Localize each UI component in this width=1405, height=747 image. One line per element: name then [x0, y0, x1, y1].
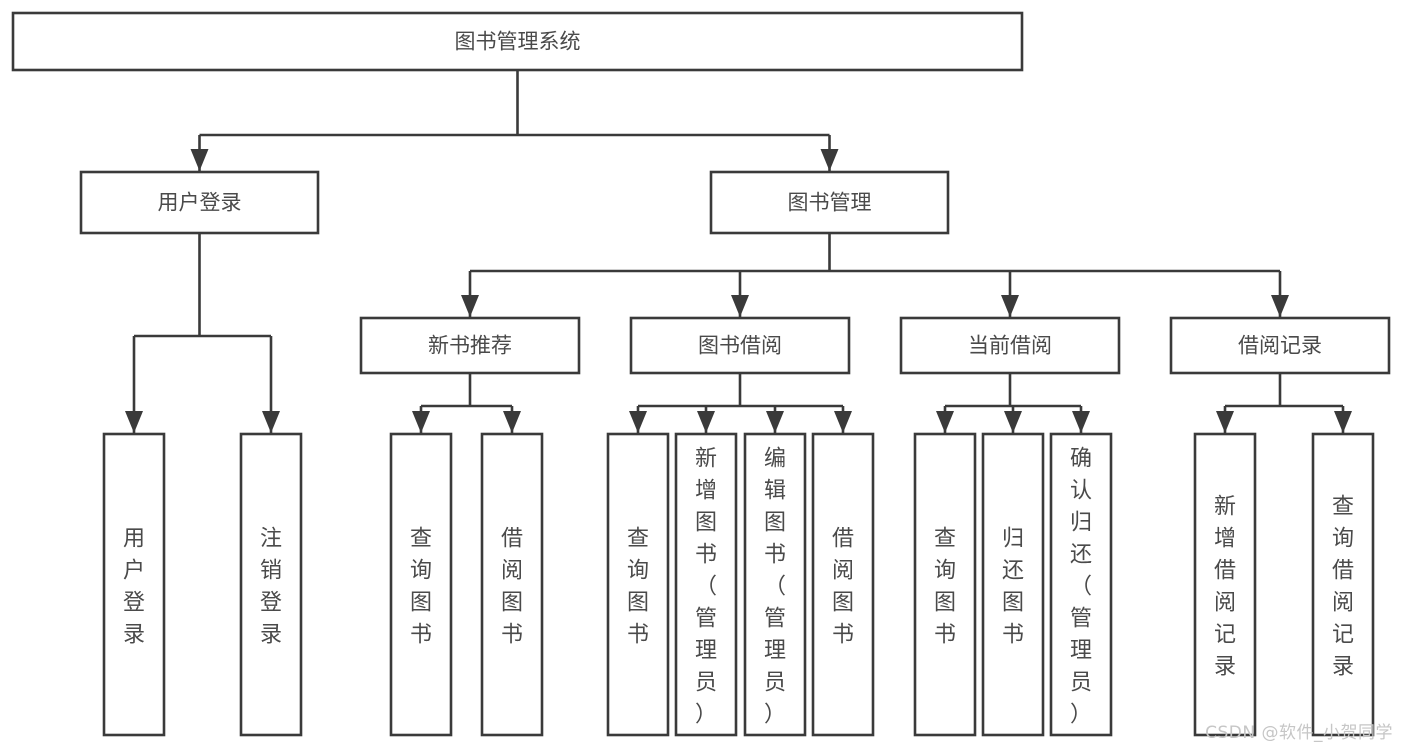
node-box-return-book: [981, 432, 1045, 737]
node-user-login-do[interactable]: 用户登录: [102, 432, 166, 737]
arrow-icon-current-borrow-2: [1072, 411, 1090, 433]
node-label-user-logout: 注销登录: [260, 526, 282, 647]
node-box-user-login-do: [102, 432, 166, 737]
node-box-user-login: [79, 170, 320, 235]
node-user-login[interactable]: 用户登录: [79, 170, 320, 235]
node-box-add-borrow-record: [1193, 432, 1257, 737]
node-box-confirm-return-admin: [1049, 432, 1113, 737]
node-borrow-book-2[interactable]: 借阅图书: [811, 432, 875, 737]
node-label-borrow-book-2: 借阅图书: [832, 526, 854, 647]
node-return-book[interactable]: 归还图书: [981, 432, 1045, 737]
node-label-new-book-recommend: 新书推荐: [428, 334, 512, 358]
connector-layer: [125, 70, 1352, 433]
node-label-query-book-1: 查询图书: [410, 526, 432, 647]
node-query-borrow-record[interactable]: 查询借阅记录: [1311, 432, 1375, 737]
arrow-icon-book-borrow-0: [629, 411, 647, 433]
arrow-icon-book-mgmt-0: [461, 295, 479, 317]
node-box-book-management: [709, 170, 950, 235]
node-add-borrow-record[interactable]: 新增借阅记录: [1193, 432, 1257, 737]
arrow-icon-new-book-recommend-0: [412, 411, 430, 433]
arrow-icon-current-borrow-0: [936, 411, 954, 433]
node-borrow-records[interactable]: 借阅记录: [1169, 316, 1391, 375]
arrow-icon-book-borrow-2: [766, 411, 784, 433]
node-label-confirm-return-admin: 确认归还（管理员）: [1070, 446, 1092, 727]
node-confirm-return-admin[interactable]: 确认归还（管理员）: [1049, 432, 1113, 737]
arrow-icon-book-borrow-1: [697, 411, 715, 433]
node-box-new-book-recommend: [359, 316, 581, 375]
node-label-user-login: 用户登录: [158, 191, 242, 215]
arrow-icon-current-borrow-1: [1004, 411, 1022, 433]
node-label-borrow-records: 借阅记录: [1238, 334, 1322, 358]
node-book-management[interactable]: 图书管理: [709, 170, 950, 235]
node-borrow-book-1[interactable]: 借阅图书: [480, 432, 544, 737]
node-box-user-logout: [239, 432, 303, 737]
node-label-add-borrow-record: 新增借阅记录: [1214, 494, 1236, 679]
node-label-query-borrow-record: 查询借阅记录: [1332, 494, 1354, 679]
node-label-root: 图书管理系统: [455, 30, 581, 54]
node-add-book-admin[interactable]: 新增图书（管理员）: [674, 432, 738, 737]
node-label-book-borrow: 图书借阅: [698, 334, 782, 358]
node-box-edit-book-admin: [743, 432, 807, 737]
arrow-icon-borrow-records-0: [1216, 411, 1234, 433]
node-current-borrow[interactable]: 当前借阅: [899, 316, 1121, 375]
arrow-icon-book-mgmt-2: [1001, 295, 1019, 317]
node-box-book-borrow: [629, 316, 851, 375]
arrow-icon-borrow-records-1: [1334, 411, 1352, 433]
node-box-current-borrow: [899, 316, 1121, 375]
node-label-borrow-book-1: 借阅图书: [501, 526, 523, 647]
node-label-user-login-do: 用户登录: [123, 526, 145, 647]
node-new-book-recommend[interactable]: 新书推荐: [359, 316, 581, 375]
node-box-borrow-book-1: [480, 432, 544, 737]
node-label-edit-book-admin: 编辑图书（管理员）: [764, 446, 786, 727]
arrow-icon-book-borrow-3: [834, 411, 852, 433]
arrow-icon-user-login-0: [125, 411, 143, 433]
arrow-icon-root-0: [190, 149, 209, 171]
node-edit-book-admin[interactable]: 编辑图书（管理员）: [743, 432, 807, 737]
node-box-root: [11, 11, 1024, 72]
node-box-add-book-admin: [674, 432, 738, 737]
node-query-book-2[interactable]: 查询图书: [606, 432, 670, 737]
node-box-query-borrow-record: [1311, 432, 1375, 737]
node-user-logout[interactable]: 注销登录: [239, 432, 303, 737]
node-label-query-book-3: 查询图书: [934, 526, 956, 647]
node-query-book-1[interactable]: 查询图书: [389, 432, 453, 737]
node-box-borrow-book-2: [811, 432, 875, 737]
node-label-return-book: 归还图书: [1002, 526, 1024, 647]
watermark-label: CSDN @软件_小贺同学: [1205, 723, 1393, 743]
arrow-icon-book-mgmt-3: [1271, 295, 1289, 317]
node-box-query-book-2: [606, 432, 670, 737]
node-layer: 图书管理系统用户登录图书管理用户登录注销登录新书推荐查询图书借阅图书图书借阅查询…: [11, 11, 1391, 737]
node-book-borrow[interactable]: 图书借阅: [629, 316, 851, 375]
arrow-icon-new-book-recommend-1: [503, 411, 521, 433]
node-label-query-book-2: 查询图书: [627, 526, 649, 647]
arrow-icon-user-login-1: [262, 411, 280, 433]
node-label-add-book-admin: 新增图书（管理员）: [695, 446, 717, 727]
node-box-borrow-records: [1169, 316, 1391, 375]
node-query-book-3[interactable]: 查询图书: [913, 432, 977, 737]
node-label-book-management: 图书管理: [788, 191, 872, 215]
arrow-icon-root-1: [820, 149, 839, 171]
node-label-current-borrow: 当前借阅: [968, 334, 1052, 358]
node-box-query-book-3: [913, 432, 977, 737]
node-box-query-book-1: [389, 432, 453, 737]
node-root[interactable]: 图书管理系统: [11, 11, 1024, 72]
arrow-icon-book-mgmt-1: [731, 295, 749, 317]
